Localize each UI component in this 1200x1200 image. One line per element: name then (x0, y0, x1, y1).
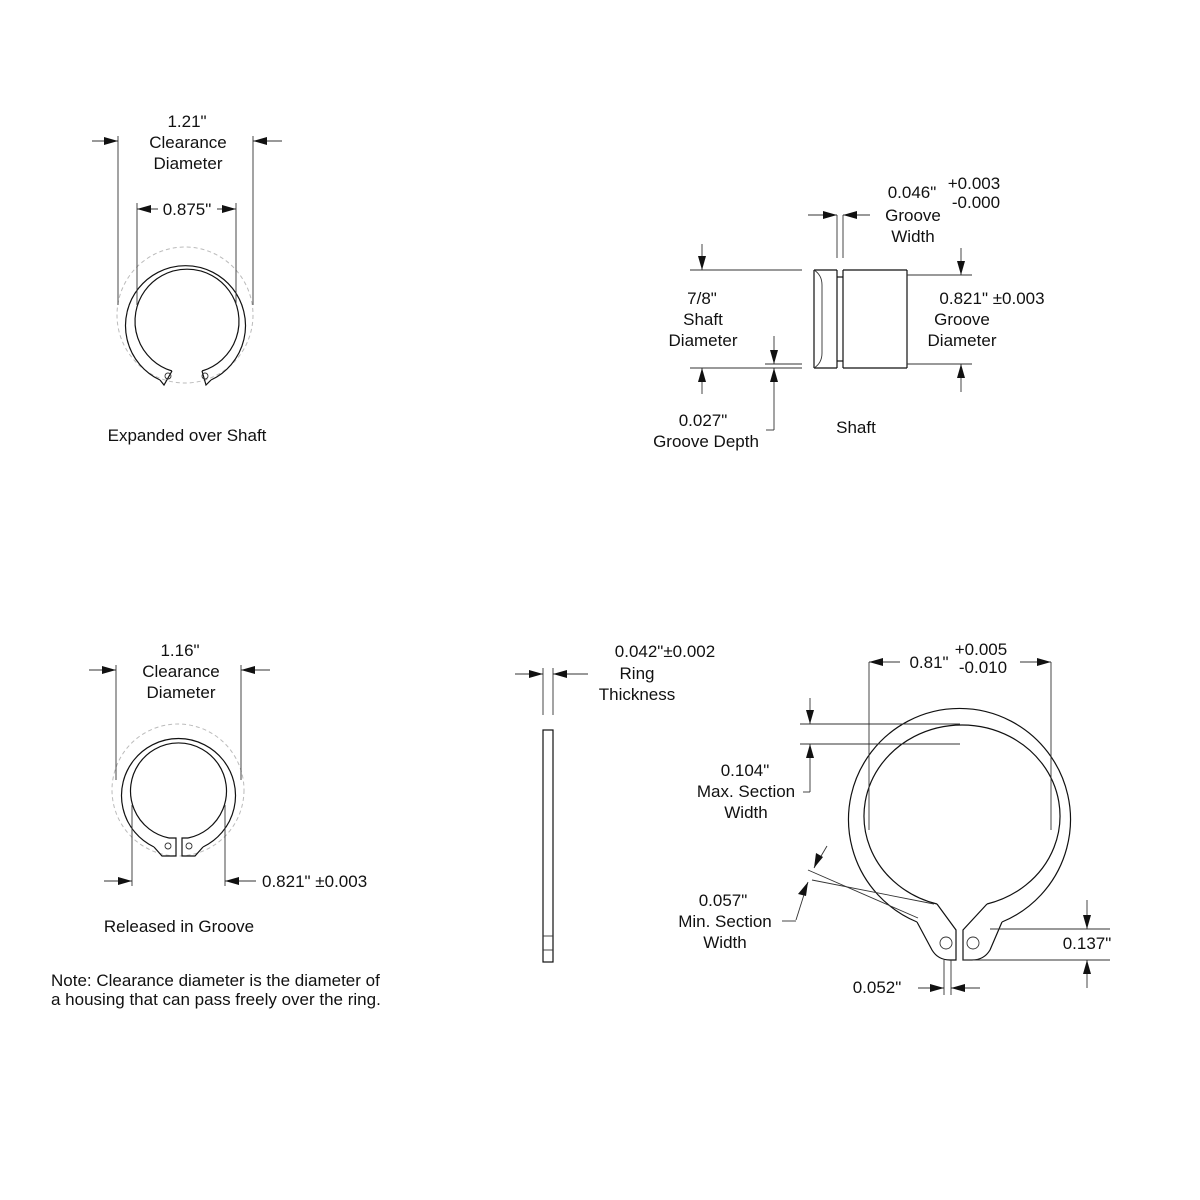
max-section-arrow-top (806, 710, 814, 724)
max-section-word1: Max. Section (697, 782, 795, 801)
expanded-ring-outer (124, 265, 247, 381)
max-section-word2: Width (724, 803, 767, 822)
released-ring-inner (129, 742, 228, 839)
released-lug-left (153, 837, 177, 857)
gap-arrow-right (951, 984, 965, 992)
released-caption: Released in Groove (104, 917, 254, 936)
free-dia-tol-plus: +0.005 (955, 640, 1007, 659)
min-section-value: 0.057" (699, 891, 748, 910)
shaft-caption: Shaft (836, 418, 876, 437)
groove-width-word1: Groove (885, 206, 941, 225)
groove-dia-word2: Diameter (928, 331, 997, 350)
free-dia-arrow-right (1037, 658, 1051, 666)
lug-height-arrow-bottom (1083, 960, 1091, 974)
groove-depth-value: 0.027" (679, 411, 728, 430)
thickness-arrow-left (529, 670, 543, 678)
expanded-lug-left (159, 370, 173, 387)
expanded-inner-arrow-right (222, 205, 236, 213)
released-ring-outer (120, 738, 237, 848)
max-section-value: 0.104" (721, 761, 770, 780)
ring-thickness-view: 0.042"±0.002 Ring Thickness (515, 642, 715, 963)
expanded-inner-arrow-left (137, 205, 151, 213)
thickness-word1: Ring (620, 664, 655, 683)
groove-depth-label: Groove Depth (653, 432, 759, 451)
groove-width-value: 0.046" (888, 183, 937, 202)
released-ring-view: 1.16" Clearance Diameter 0.821" ±0.003 R… (89, 641, 367, 936)
ring-edge-profile (542, 729, 554, 963)
released-groove-arrow-left (118, 877, 132, 885)
detail-lug-hole-right (966, 936, 980, 950)
released-clearance-arrow-left (102, 666, 116, 674)
free-dia-arrow-left (869, 658, 883, 666)
groove-width-word2: Width (891, 227, 934, 246)
groove-dia-arrow-top (957, 261, 965, 275)
released-lug-hole-right (185, 842, 193, 850)
min-section-arrow-top (814, 853, 823, 868)
released-clearance-value: 1.16" (160, 641, 199, 660)
groove-width-tol-minus: -0.000 (952, 193, 1000, 212)
thickness-value: 0.042"±0.002 (615, 642, 715, 661)
expanded-lug-hole-left (164, 372, 172, 380)
groove-dia-word1: Groove (934, 310, 990, 329)
expanded-ring-inner (134, 268, 240, 372)
gap-arrow-left (930, 984, 944, 992)
groove-dia-value: 0.821" ±0.003 (939, 289, 1044, 308)
shaft-dia-arrow-bottom (698, 368, 706, 382)
detail-lug-right (962, 903, 1003, 961)
expanded-clearance-word: Clearance (149, 133, 227, 152)
released-groove-arrow-right (225, 877, 239, 885)
gap-value: 0.052" (853, 978, 902, 997)
expanded-lug-hole-right (201, 372, 209, 380)
released-groove-value: 0.821" ±0.003 (262, 872, 367, 891)
released-clearance-word: Clearance (142, 662, 220, 681)
note-line-1: Note: Clearance diameter is the diameter… (51, 971, 380, 990)
expanded-diameter-word: Diameter (154, 154, 223, 173)
expanded-clearance-arrow-right (253, 137, 267, 145)
free-dia-value: 0.81" (909, 653, 948, 672)
shaft-view: 0.046" +0.003 -0.000 Groove Width 7/8" S… (653, 174, 1045, 451)
min-section-word2: Width (703, 933, 746, 952)
note-line-2: a housing that can pass freely over the … (51, 990, 381, 1009)
shaft-dia-value: 7/8" (687, 289, 717, 308)
detail-lug-hole-left (939, 936, 953, 950)
released-diameter-word: Diameter (147, 683, 216, 702)
groove-depth-arrow-top (770, 350, 778, 364)
groove-depth-arrow-bottom (770, 368, 778, 382)
note-block: Note: Clearance diameter is the diameter… (51, 971, 381, 1009)
lug-height-arrow-top (1083, 915, 1091, 929)
expanded-clearance-arrow-left (104, 137, 118, 145)
thickness-arrow-right (553, 670, 567, 678)
expanded-clearance-value: 1.21" (167, 112, 206, 131)
released-lug-right (181, 837, 204, 857)
thickness-word2: Thickness (599, 685, 676, 704)
min-section-ext-outer (807, 869, 919, 919)
expanded-ring-view: 1.21" Clearance Diameter 0.875" Expanded… (92, 112, 282, 445)
groove-width-arrow-right (843, 211, 857, 219)
released-lug-hole-left (164, 842, 172, 850)
groove-width-tol-plus: +0.003 (948, 174, 1000, 193)
detail-ring-inner (863, 724, 1061, 905)
groove-dia-arrow-bottom (957, 364, 965, 378)
expanded-caption: Expanded over Shaft (108, 426, 267, 445)
expanded-lug-right (201, 370, 212, 387)
ring-detail-view: 0.81" +0.005 -0.010 0.104" Max. Section … (678, 640, 1111, 997)
shaft-chamfer (813, 269, 823, 369)
min-section-arrow-bottom (798, 882, 808, 896)
min-section-word1: Min. Section (678, 912, 772, 931)
expanded-clearance-circle (116, 246, 254, 384)
detail-ring-outer (847, 707, 1072, 923)
detail-lug-left (916, 903, 957, 961)
min-section-ext-inner (811, 879, 935, 905)
shaft-dia-word2: Diameter (669, 331, 738, 350)
released-clearance-arrow-right (241, 666, 255, 674)
shaft-dia-arrow-top (698, 256, 706, 270)
shaft-dia-word1: Shaft (683, 310, 723, 329)
lug-height-value: 0.137" (1063, 934, 1112, 953)
groove-width-arrow-left (823, 211, 837, 219)
released-clearance-circle (111, 723, 245, 857)
max-section-arrow-bottom (806, 744, 814, 758)
expanded-inner-value: 0.875" (163, 200, 212, 219)
free-dia-tol-minus: -0.010 (959, 658, 1007, 677)
